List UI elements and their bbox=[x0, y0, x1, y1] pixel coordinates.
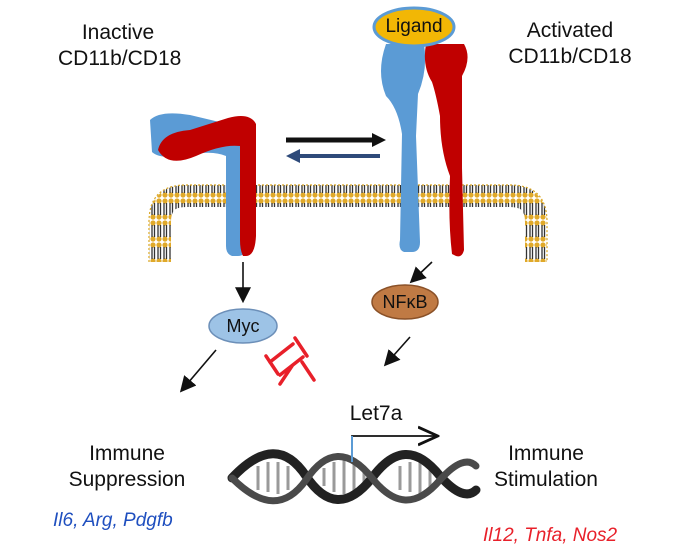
myc-label: Myc bbox=[226, 316, 260, 336]
activated-integrin-label: Activated CD11b/CD18 bbox=[508, 19, 632, 68]
myc-node bbox=[208, 308, 278, 344]
dna-helix bbox=[227, 449, 481, 505]
arrow-nfkb-to-let7a bbox=[383, 336, 411, 367]
let7a-label: Let7a bbox=[349, 402, 403, 425]
activated-integrin bbox=[372, 6, 468, 257]
cell-membrane-edge bbox=[148, 184, 548, 262]
nfkb-node bbox=[371, 284, 439, 320]
activated-cd11b-subunit bbox=[381, 44, 426, 252]
arrow-myc-to-suppression bbox=[179, 349, 217, 393]
immune-stimulation-label: Immune Stimulation bbox=[494, 442, 598, 491]
inactive-integrin-label: Inactive CD11b/CD18 bbox=[58, 21, 182, 70]
nfkb-label: NFκB bbox=[382, 292, 428, 312]
stimulation-gene-list: Il12, Tnfa, Nos2 bbox=[483, 525, 618, 546]
inactive-integrin bbox=[150, 113, 256, 256]
cell-membrane bbox=[149, 185, 547, 262]
inactive-cd18-subunit bbox=[158, 116, 256, 256]
ligand-shape bbox=[372, 6, 456, 48]
immune-suppression-label: Immune Suppression bbox=[68, 442, 186, 491]
activated-cd18-subunit bbox=[424, 44, 468, 257]
suppression-gene-list: Il6, Arg, Pdgfb bbox=[53, 510, 173, 531]
ligand-label: Ligand bbox=[385, 16, 443, 37]
equilibrium-arrows bbox=[286, 133, 386, 163]
arrow-activated-to-nfkb bbox=[409, 261, 433, 284]
mutual-inhibition-symbol bbox=[264, 336, 316, 386]
